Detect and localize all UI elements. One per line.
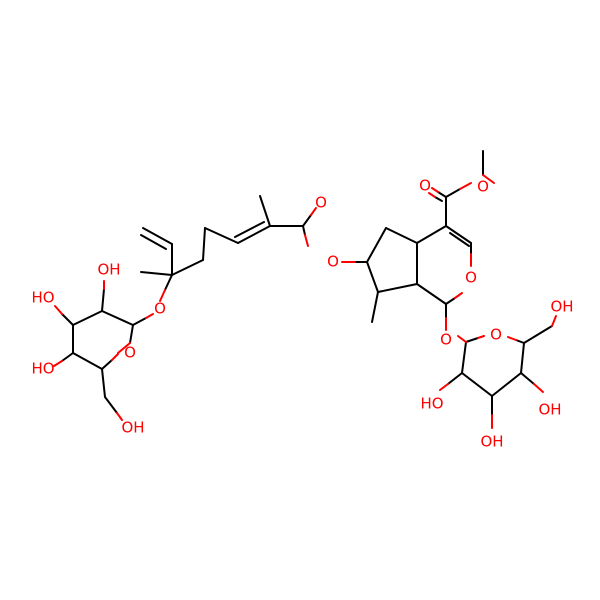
ester-carbonyl-oxygen: O [419,177,431,195]
pyran-ring-oxygen: O [465,269,477,287]
right-glucose-hydroxyl-2: HO [420,395,443,413]
oxygen-side-bonds [53,174,557,429]
glycoside-oxygen-right: O [440,331,452,349]
carbon-skeleton-bonds [72,150,553,398]
atom-labels: O O O O O O O OH HO HO OH O O OH HO OH O… [31,177,573,451]
acyl-carbonyl-oxygen: O [315,194,327,212]
left-glucose-hydroxyl-3: HO [31,289,54,307]
right-glucose-ring-oxygen: O [490,326,502,344]
acyl-ester-oxygen: O [327,253,339,271]
left-glucose-ring-oxygen: O [124,344,136,362]
right-glucose-hydroxyl-3: OH [538,401,561,419]
right-glucose-hydroxyl-4: OH [480,433,503,451]
left-glucose-hydroxymethyl: OH [121,419,144,437]
right-glucose-hydroxymethyl: OH [550,298,573,316]
left-glucose-hydroxyl-4: HO [31,360,54,378]
heteroatom-bonds [61,188,535,416]
left-glucose-hydroxyl-2: OH [97,261,120,279]
ether-oxygen-left: O [154,300,166,318]
ester-methoxy-oxygen: O [477,178,489,196]
